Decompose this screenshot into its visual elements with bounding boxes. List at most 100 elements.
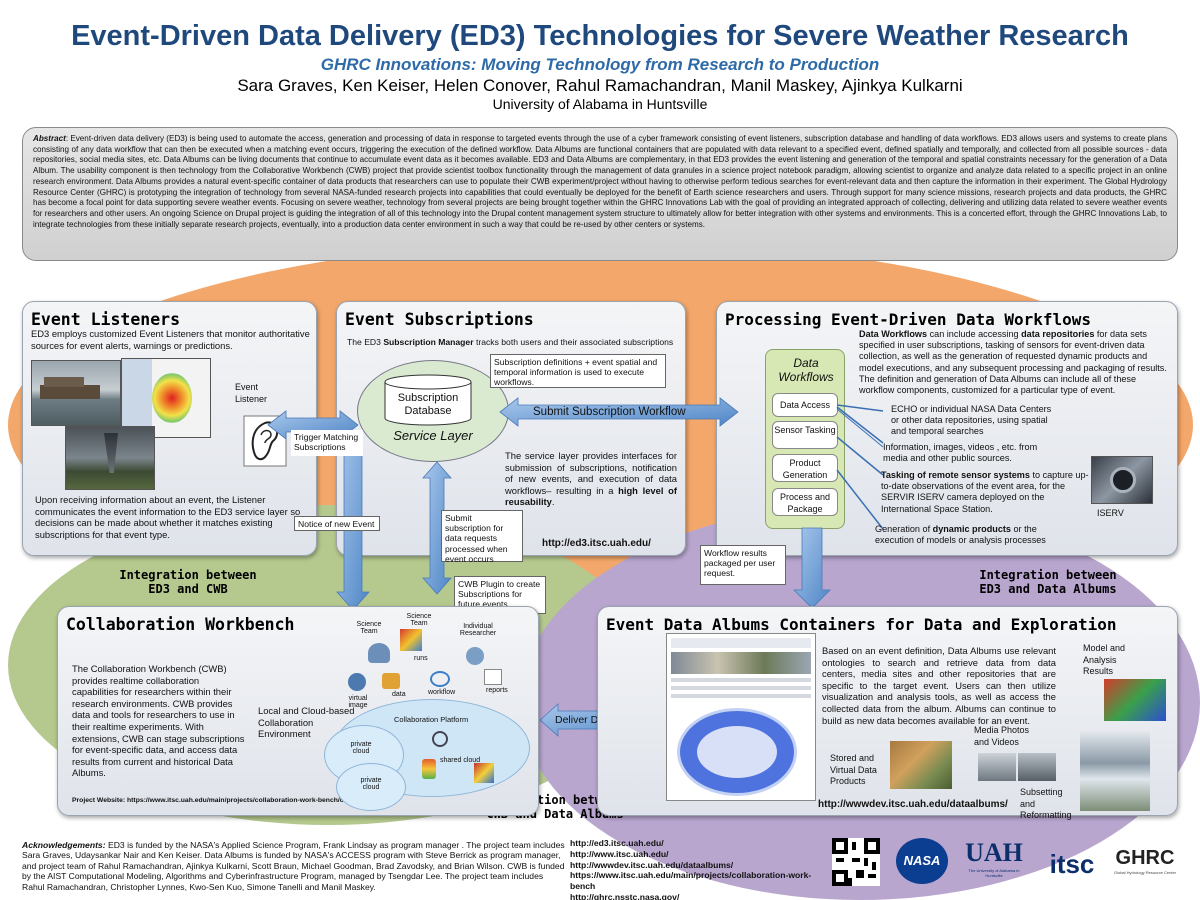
- poster-subtitle: GHRC Innovations: Moving Technology from…: [320, 55, 880, 74]
- virtual-image-icon: [348, 673, 366, 691]
- link-ghrc[interactable]: http://ghrc.nsstc.nasa.gov/: [570, 891, 680, 900]
- cwb-website-link[interactable]: Project Website: https://www.itsc.uah.ed…: [72, 797, 360, 804]
- data-albums-panel: Event Data Albums Containers for Data an…: [597, 606, 1178, 820]
- processing-intro-segment: Data Workflows: [859, 329, 928, 339]
- itsc-logo: itsc: [1049, 849, 1095, 879]
- stored-products-thumbnail: [890, 741, 952, 789]
- tornado-photo: [65, 426, 155, 490]
- database-stack-icon: [422, 759, 436, 779]
- private-cloud-shape-2: [336, 763, 406, 811]
- uah-logo: UAH The University of Alabama in Huntsvi…: [965, 838, 1023, 878]
- ed3-url-link[interactable]: http://ed3.itsc.uah.edu/: [542, 538, 651, 549]
- submit-requests-label: Submit subscription for data requests pr…: [441, 510, 523, 564]
- note-product-generation: Generation of dynamic products or the ex…: [875, 524, 1046, 546]
- integration-ed3-albums: Integration between ED3 and Data Albums: [979, 568, 1117, 596]
- service-layer-label: Service Layer: [393, 428, 473, 443]
- link-itsc[interactable]: http://www.itsc.uah.edu/: [570, 848, 669, 859]
- abstract-text: : Event-driven data delivery (ED3) is be…: [33, 134, 1167, 229]
- event-listener-label: Event Listener: [235, 382, 268, 404]
- panel-title: Event Subscriptions: [345, 310, 534, 329]
- album-screenshot: [666, 633, 816, 801]
- runs-thumbnail: [400, 629, 422, 651]
- processing-intro-segment: can include accessing: [927, 329, 1022, 339]
- workflow-step-product-generation: Product Generation: [772, 454, 838, 482]
- panel-title: Event Listeners: [31, 310, 181, 329]
- subsetting-label: Subsetting and Reformatting: [1020, 787, 1072, 820]
- database-icon: [384, 374, 472, 426]
- processing-intro-segment: data repositories: [1021, 329, 1095, 339]
- reports-label: reports: [486, 687, 508, 694]
- abstract-box: Abstract: Event-driven data delivery (ED…: [22, 127, 1178, 261]
- link-list: http://ed3.itsc.uah.edu/ http://www.itsc…: [570, 838, 830, 900]
- panel-title: Processing Event-Driven Data Workflows: [725, 310, 1092, 329]
- abstract-label: Abstract: [33, 134, 66, 143]
- notice-label: Notice of new Event: [294, 516, 380, 531]
- acknowledgements: Acknowledgements: ED3 is funded by the N…: [22, 840, 565, 892]
- ghrc-logo: GHRC Global Hydrology Resource Center: [1113, 847, 1177, 875]
- model-results-thumbnail: [1104, 679, 1166, 721]
- hurricane-track-map: [121, 358, 211, 438]
- workflow-connector-lines: [836, 404, 884, 530]
- person-icon: [368, 643, 390, 663]
- subsetting-thumbnail: [1080, 731, 1150, 811]
- media-label: Media Photos and Videos: [974, 725, 1030, 747]
- workflow-title: Data Workflows: [778, 356, 834, 384]
- storm-surge-photo: [31, 360, 121, 426]
- iserv-camera-photo: [1091, 456, 1153, 504]
- panel-title: Event Data Albums Containers for Data an…: [606, 615, 1117, 634]
- model-results-label: Model and Analysis Results: [1083, 643, 1126, 676]
- dataalbums-url-link[interactable]: http://wwwdev.itsc.uah.edu/dataalbums/: [818, 799, 1008, 810]
- media-photo-2: [1018, 753, 1056, 781]
- link-dataalbums[interactable]: http://wwwdev.itsc.uah.edu/dataalbums/: [570, 859, 734, 870]
- virtual-image-label: virtual image: [348, 695, 368, 709]
- note-sensor-tasking: Tasking of remote sensor systems to capt…: [881, 470, 1089, 514]
- iserv-label: ISERV: [1097, 508, 1124, 518]
- integration-ed3-cwb: Integration between ED3 and CWB: [119, 568, 257, 596]
- collaboration-platform-label: Collaboration Platform: [394, 715, 469, 724]
- reports-icon: [484, 669, 502, 685]
- listeners-body: Upon receiving information about an even…: [35, 494, 301, 540]
- workflow-step-data-access: Data Access: [772, 393, 838, 417]
- trigger-label: Trigger Matching Subscriptions: [291, 430, 363, 456]
- note-data-access: ECHO or individual NASA Data Centers or …: [891, 404, 1052, 437]
- magnifier-icon: [432, 731, 448, 747]
- private-cloud-label-1: private cloud: [350, 741, 372, 755]
- subscription-database-label: Subscription Database: [397, 392, 459, 417]
- cwb-environment-label: Local and Cloud-based Collaboration Envi…: [258, 705, 355, 740]
- workflow-label: workflow: [428, 689, 456, 696]
- affiliation: University of Alabama in Huntsville: [492, 96, 708, 112]
- data-icon: [382, 673, 400, 689]
- processing-workflows-panel: Processing Event-Driven Data Workflows D…: [716, 301, 1178, 556]
- subscriptions-intro: The ED3 Subscription Manager tracks both…: [347, 337, 674, 347]
- processing-intro-segment: for data sets specified in user subscrip…: [859, 329, 1167, 396]
- author-list: Sara Graves, Ken Keiser, Helen Conover, …: [237, 76, 963, 95]
- link-ed3[interactable]: http://ed3.itsc.uah.edu/: [570, 838, 664, 848]
- stored-products-label: Stored and Virtual Data Products: [830, 753, 877, 786]
- note-media-sources: Information, images, videos , etc. from …: [883, 442, 1038, 464]
- subscription-callout: Subscription definitions + event spatial…: [490, 354, 666, 388]
- cwb-body: The Collaboration Workbench (CWB) provid…: [72, 663, 245, 779]
- workflow-step-process-package: Process and Package: [772, 488, 838, 516]
- workflow-icon: [430, 671, 450, 687]
- processing-intro: Data Workflows can include accessing dat…: [859, 329, 1171, 396]
- media-photo-1: [978, 753, 1016, 781]
- runs-label: runs: [414, 655, 428, 662]
- nasa-logo: NASA: [896, 838, 948, 884]
- individual-researcher-label: Individual Researcher: [459, 623, 497, 637]
- researcher-icon: [466, 647, 484, 665]
- data-label: data: [392, 691, 406, 698]
- data-map-thumbnail: [474, 763, 494, 783]
- science-team-label-2: Science Team: [406, 613, 432, 627]
- qr-code-icon: [832, 838, 880, 886]
- listeners-intro: ED3 employs customized Event Listeners t…: [31, 328, 310, 351]
- private-cloud-label-2: private cloud: [360, 777, 382, 791]
- science-team-label-1: Science Team: [356, 621, 382, 635]
- workflow-results-label: Workflow results packaged per user reque…: [700, 545, 786, 585]
- panel-title: Collaboration Workbench: [66, 615, 295, 634]
- poster-title: Event-Driven Data Delivery (ED3) Technol…: [71, 20, 1129, 52]
- submit-workflow-label: Submit Subscription Workflow: [533, 406, 686, 418]
- link-cwb[interactable]: https://www.itsc.uah.edu/main/projects/c…: [570, 870, 812, 892]
- service-layer-description: The service layer provides interfaces fo…: [505, 450, 677, 508]
- event-listeners-panel: Event Listeners ED3 employs customized E…: [22, 301, 317, 556]
- workflow-step-sensor-tasking: Sensor Tasking: [772, 421, 838, 449]
